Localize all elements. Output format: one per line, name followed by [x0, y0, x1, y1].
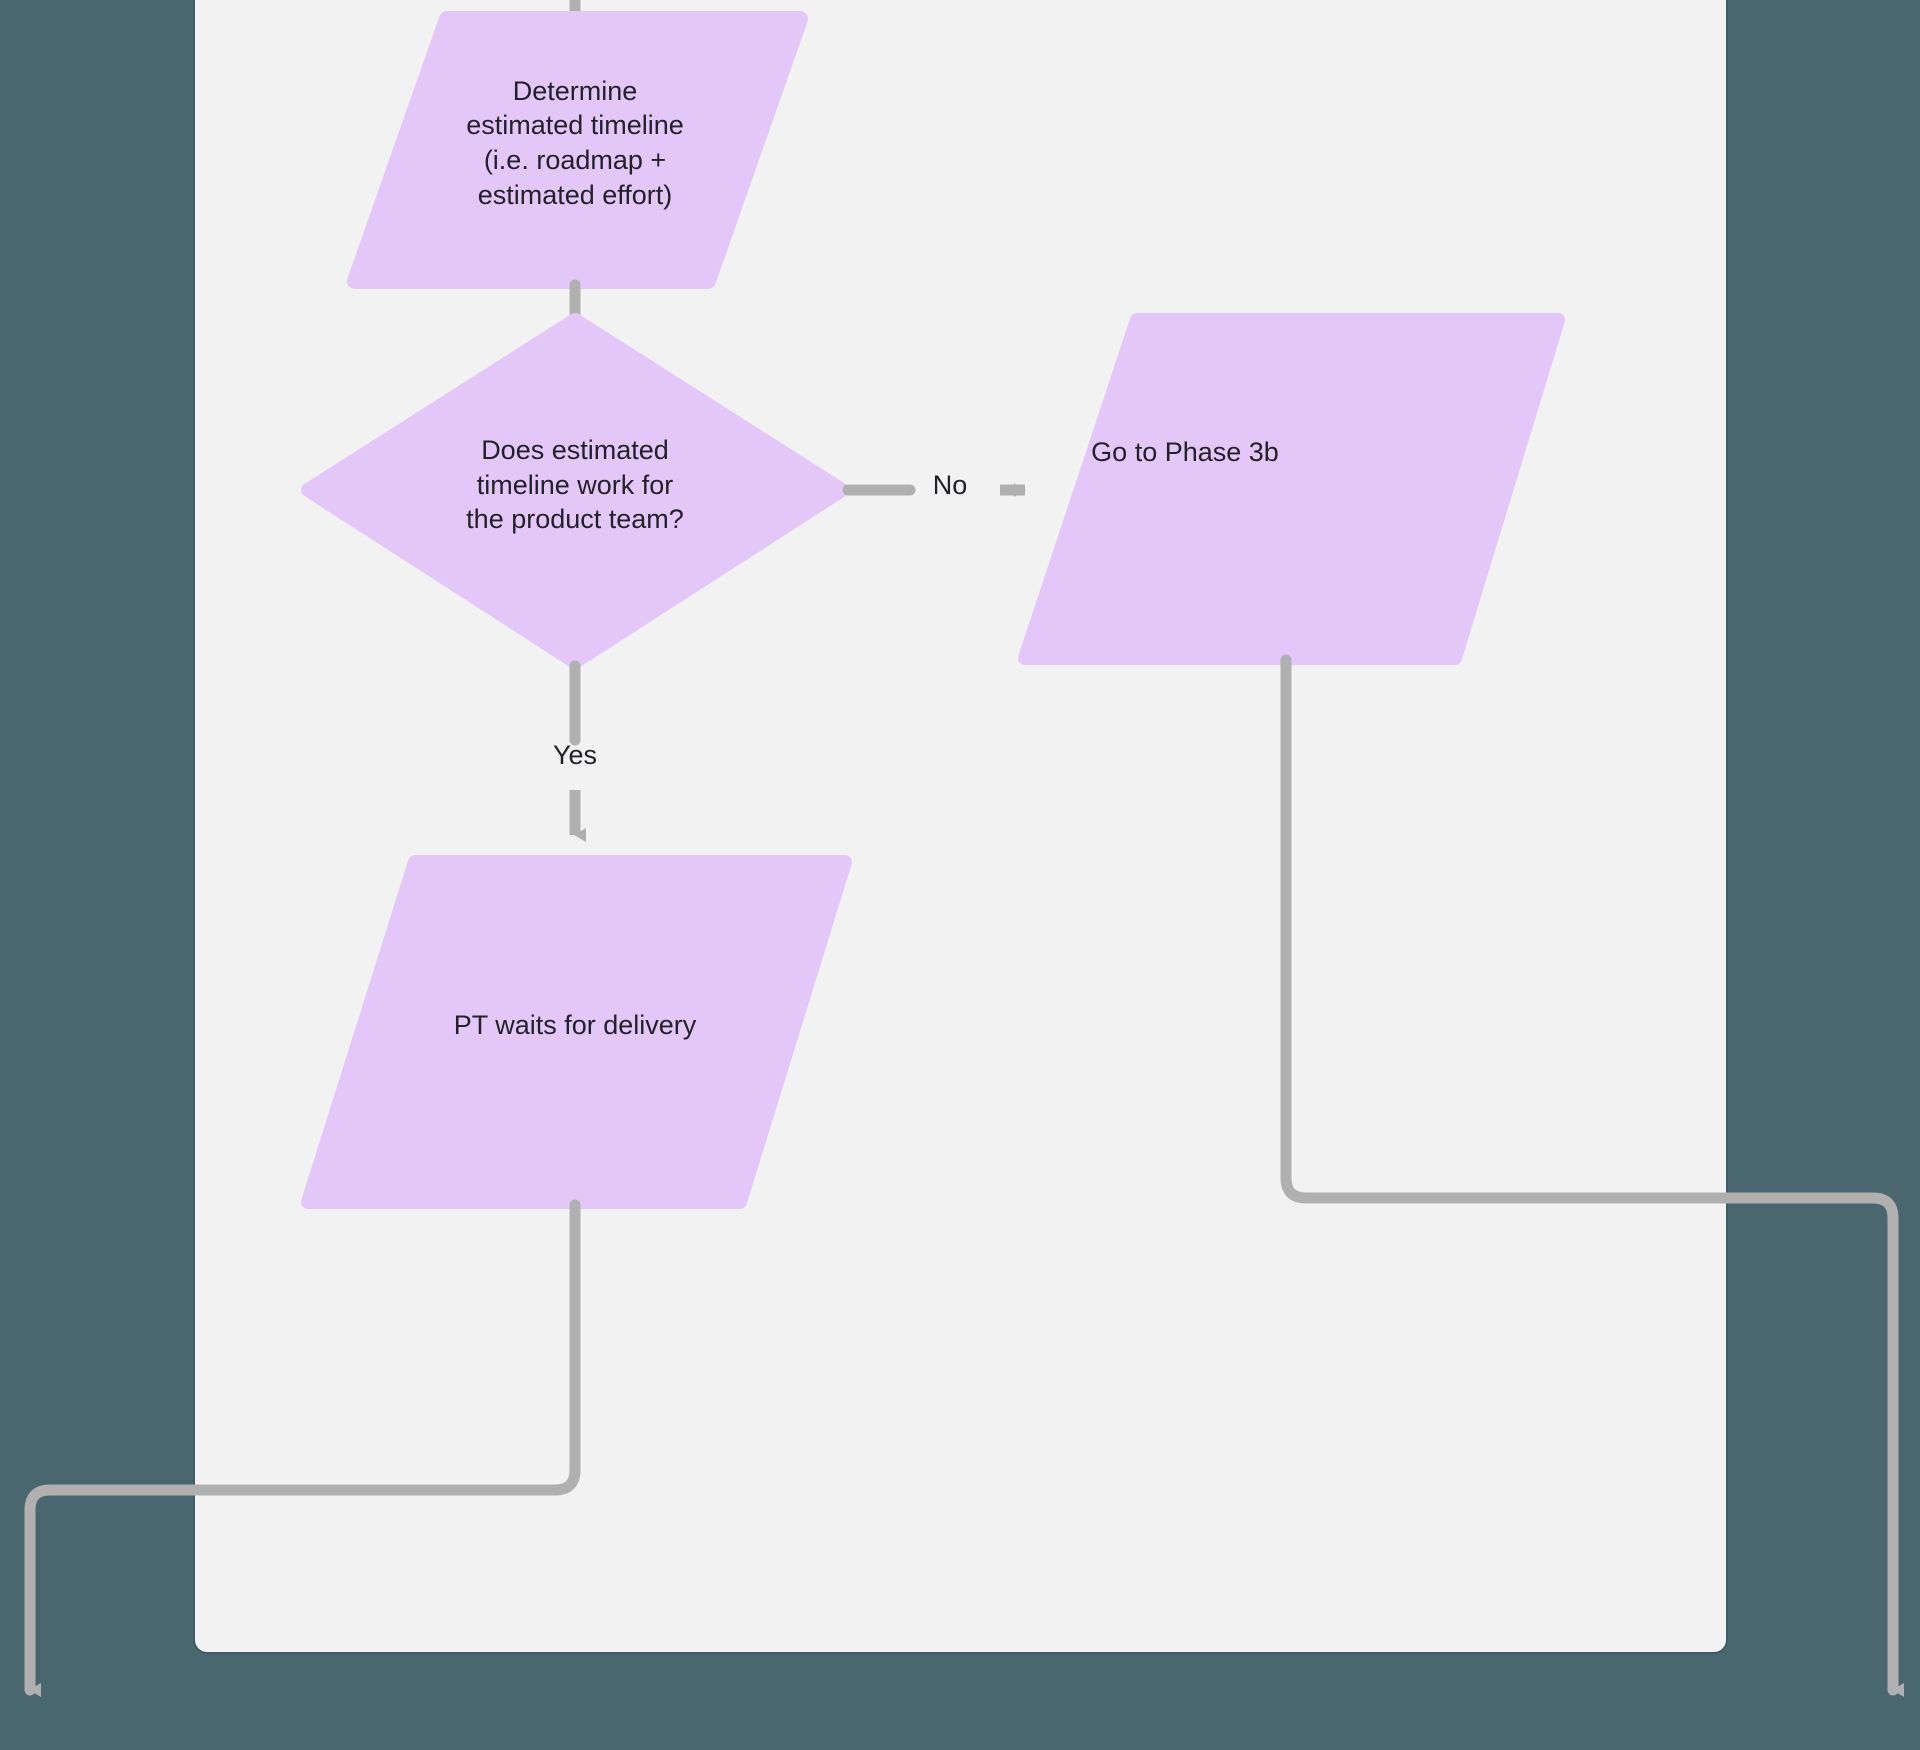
- edge-label-yes: Yes: [552, 740, 598, 770]
- connector-phase3b-to-offscreen-right: [1280, 654, 1904, 1697]
- edge-label-no: No: [932, 470, 968, 500]
- node-pt-waits-for-delivery[interactable]: [301, 855, 852, 1209]
- connector-ptwaits-to-offscreen-left: [24, 1199, 581, 1697]
- node-determine-timeline[interactable]: [347, 11, 808, 289]
- node-decision-timeline[interactable]: [301, 313, 849, 669]
- node-go-to-phase-3b[interactable]: [1018, 313, 1565, 665]
